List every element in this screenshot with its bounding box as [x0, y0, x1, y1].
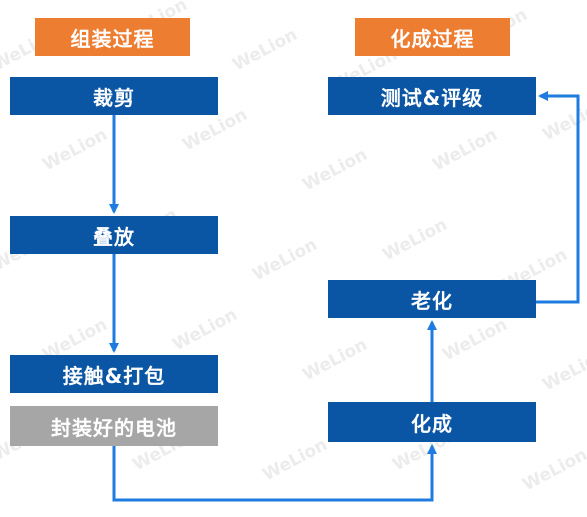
step-aging: 老化	[328, 280, 536, 318]
step-contact-pack: 接触&打包	[10, 355, 218, 393]
sealed-battery-output: 封装好的电池	[10, 406, 218, 446]
formation-process-header: 化成过程	[355, 18, 510, 56]
step-test-grade: 测试&评级	[328, 77, 536, 115]
arrow-sealed-to-formation	[112, 444, 437, 502]
arrow-aging-to-test	[536, 91, 580, 304]
assembly-process-header: 组装过程	[35, 18, 190, 56]
step-stack: 叠放	[10, 216, 218, 254]
step-cut: 裁剪	[10, 77, 218, 115]
step-formation: 化成	[328, 402, 536, 442]
